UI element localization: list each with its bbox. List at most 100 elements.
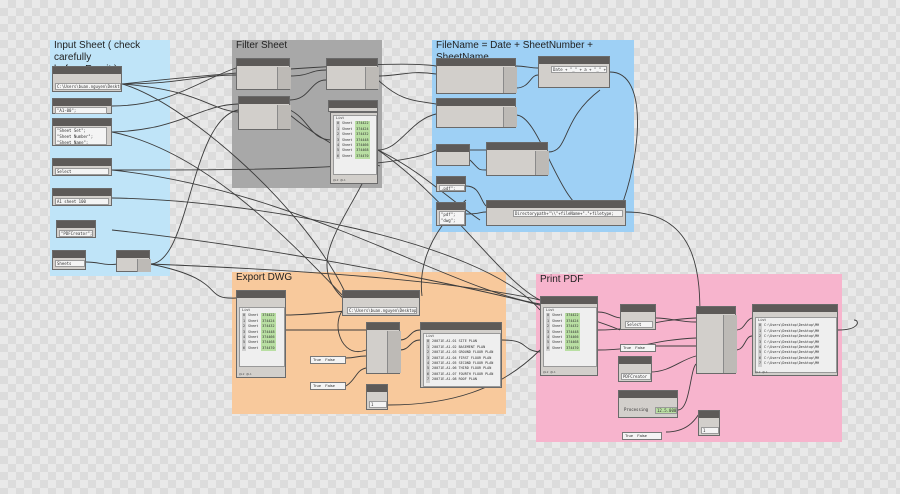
sheets-category-node[interactable]: Sheets	[52, 250, 86, 270]
directory-path-node[interactable]: C:\Users\buan.nguyen\Desktop\MH	[52, 66, 122, 92]
wire	[111, 197, 541, 311]
toggle-false-label[interactable]: False	[325, 357, 335, 362]
print-select[interactable]: Select	[625, 321, 653, 328]
filter-node-3[interactable]	[326, 58, 379, 90]
toggle-false-label[interactable]: False	[635, 345, 645, 350]
wire	[111, 169, 541, 305]
path-code[interactable]: Directorypath+"\\"+fileName+"."+filetype…	[513, 210, 623, 217]
select-dropdown[interactable]: Select	[55, 168, 109, 175]
paper-size-node[interactable]: A1 sheet 100	[52, 188, 112, 206]
toggle-false-label[interactable]: False	[637, 433, 647, 438]
filename-node-4[interactable]	[486, 142, 549, 176]
wire	[387, 349, 541, 406]
filter-node-4[interactable]	[328, 100, 378, 112]
wire	[837, 319, 858, 331]
group-title: Export DWG	[236, 272, 293, 283]
wire	[289, 79, 327, 101]
dwg-boolean-toggle-2[interactable]: True False	[310, 382, 346, 390]
date-code[interactable]: Date + "_" + a + "_" + b;	[551, 66, 607, 73]
paper-size-dropdown[interactable]: A1 sheet 100	[55, 198, 109, 205]
processing-value[interactable]: 12.5.000	[655, 407, 677, 414]
pdf-boolean-toggle-1[interactable]: True False	[620, 344, 656, 352]
wire	[515, 74, 539, 89]
group-title: Filter Sheet	[236, 40, 288, 51]
directory-path-field[interactable]: C:\Users\buan.nguyen\Desktop\MH	[55, 83, 121, 90]
wire	[289, 109, 333, 141]
toggle-true-label[interactable]: True	[625, 433, 634, 438]
filter-node-1[interactable]	[236, 58, 291, 90]
list-footer: @L2 @L1	[543, 370, 556, 374]
dwg-export-node[interactable]	[366, 322, 401, 374]
pdf-extension[interactable]: .pdf";	[439, 185, 465, 191]
list-header: List	[336, 116, 345, 120]
filename-node-2[interactable]	[436, 98, 517, 128]
wire	[735, 335, 753, 351]
dwg-number[interactable]: 1	[369, 401, 387, 408]
printer-name-node[interactable]: "PDFCreator";	[56, 220, 96, 238]
printer-name-string[interactable]: "PDFCreator";	[59, 230, 93, 237]
toggle-true-label[interactable]: True	[623, 345, 632, 350]
dwg-number-node[interactable]: 1	[366, 384, 388, 410]
sheet-number-string[interactable]: "A1-00";	[55, 107, 107, 114]
wire	[515, 65, 539, 69]
dwg-path-field[interactable]: C:\Users\buan.nguyen\Desktop\MH	[347, 307, 417, 314]
dwg-path-node[interactable]: C:\Users\buan.nguyen\Desktop\MH	[342, 290, 420, 316]
wire	[377, 113, 437, 151]
pdf-number-node[interactable]: 1	[698, 410, 720, 436]
all-elements-node[interactable]	[116, 250, 151, 272]
filter-node-2[interactable]	[238, 96, 291, 130]
wire	[111, 149, 437, 171]
pdf-extension-node[interactable]: .pdf";	[436, 176, 466, 192]
processing-node[interactable]: Processing 12.5.000	[618, 390, 678, 418]
wire	[469, 159, 487, 171]
wire	[121, 83, 239, 113]
pdf-boolean-toggle-2[interactable]: True False	[622, 432, 662, 440]
pdf-number[interactable]: 1	[701, 427, 719, 434]
wire	[149, 263, 237, 299]
print-pdf-node[interactable]	[696, 306, 737, 374]
dwg-boolean-toggle-1[interactable]: True False	[310, 356, 346, 364]
file-type-code[interactable]: "pdf"; "dwg";	[439, 211, 465, 225]
path-code-block[interactable]: Directorypath+"\\"+fileName+"."+filetype…	[486, 200, 626, 226]
select-dropdown-node[interactable]: Select	[52, 158, 112, 176]
pdfcreator-node[interactable]: PDFCreator	[618, 356, 652, 382]
wire	[465, 211, 487, 215]
filename-node-3[interactable]	[436, 144, 470, 166]
wire	[597, 311, 623, 319]
toggle-true-label[interactable]: True	[313, 383, 322, 388]
sheets-category-dropdown[interactable]: Sheets	[55, 260, 85, 267]
pdfcreator-field[interactable]: PDFCreator	[621, 373, 651, 380]
sheet-parameters-code[interactable]: "Sheet Set"; "Sheet Number"; "Sheet Name…	[55, 127, 107, 145]
sheet-parameters-node[interactable]: "Sheet Set"; "Sheet Number"; "Sheet Name…	[52, 118, 112, 146]
print-select-node[interactable]: Select	[620, 304, 656, 330]
file-type-node[interactable]: "pdf"; "dwg";	[436, 202, 466, 226]
date-code-block[interactable]: Date + "_" + a + "_" + b;	[538, 56, 610, 88]
toggle-true-label[interactable]: True	[313, 357, 322, 362]
filename-node-1[interactable]	[436, 58, 517, 94]
sheet-number-string-node[interactable]: "A1-00";	[52, 98, 112, 114]
wire	[655, 317, 697, 323]
toggle-false-label[interactable]: False	[325, 383, 335, 388]
wire	[85, 261, 119, 265]
wire	[345, 355, 367, 359]
